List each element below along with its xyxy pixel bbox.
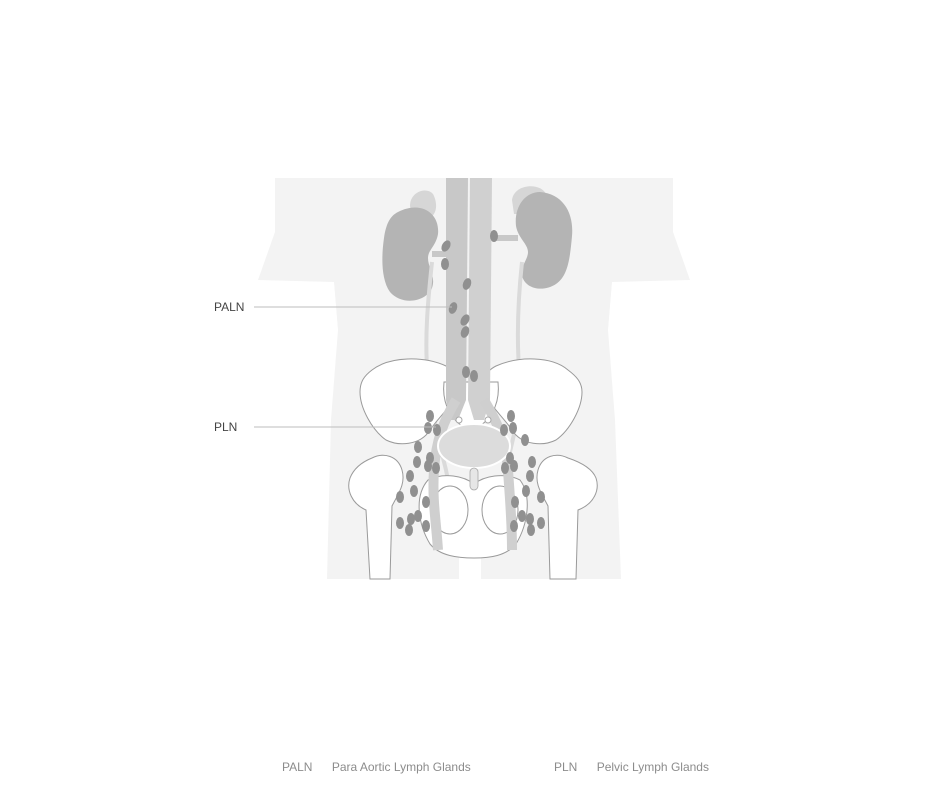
lymph-node: [526, 470, 534, 482]
pln-callout-label: PLN: [214, 420, 238, 434]
aorta: [468, 178, 492, 420]
lymph-node: [537, 491, 545, 503]
lymph-node: [526, 513, 534, 525]
lymph-node: [410, 485, 418, 497]
lymph-node: [433, 424, 441, 436]
lymph-node: [396, 517, 404, 529]
lymph-node: [509, 422, 517, 434]
legend-item-paln: PALN Para Aortic Lymph Glands: [282, 760, 471, 774]
lymph-node: [422, 496, 430, 508]
lymph-node: [414, 441, 422, 453]
lymph-node: [424, 460, 432, 472]
lymph-node: [441, 240, 451, 252]
lymph-node: [396, 491, 404, 503]
lymph-node: [414, 510, 422, 522]
bladder: [437, 423, 511, 469]
lymph-node: [405, 524, 413, 536]
right-ureter-opening: [484, 416, 492, 424]
inferior-vena-cava: [446, 178, 468, 420]
legend-text: Para Aortic Lymph Glands: [331, 760, 471, 774]
lymph-node: [510, 520, 518, 532]
lymph-node: [460, 326, 470, 338]
lymph-node: [490, 230, 498, 242]
lymph-node: [521, 434, 529, 446]
lymph-node: [413, 456, 421, 468]
left-kidney: [382, 207, 439, 301]
left-ureter-opening: [455, 416, 463, 424]
paln-callout-label: PALN: [214, 300, 245, 314]
lymph-node: [510, 460, 518, 472]
lymph-node: [448, 302, 458, 314]
legend-item-pln: PLN Pelvic Lymph Glands: [554, 760, 709, 774]
lymph-node: [522, 485, 530, 497]
para-aortic-lymph-nodes: [441, 230, 498, 382]
lymph-node: [422, 520, 430, 532]
lymph-node: [470, 370, 478, 382]
lymph-node: [501, 462, 509, 474]
lymph-node: [462, 278, 472, 290]
lymph-node: [511, 496, 519, 508]
right-kidney: [515, 192, 573, 289]
lymph-node: [426, 410, 434, 422]
left-femur-head: [348, 454, 404, 580]
legend-abbr: PLN: [554, 760, 578, 774]
lymph-node: [528, 456, 536, 468]
lymph-node: [460, 314, 470, 326]
lymph-node: [462, 366, 470, 378]
lymph-node: [518, 510, 526, 522]
lymph-node: [527, 524, 535, 536]
lymph-node: [424, 422, 432, 434]
lymph-node: [441, 258, 449, 270]
lymph-node: [537, 517, 545, 529]
pelvic-lymph-nodes: [396, 410, 545, 536]
lymph-node: [507, 410, 515, 422]
legend-text: Pelvic Lymph Glands: [596, 760, 709, 774]
lymph-node: [500, 424, 508, 436]
lymph-node: [406, 470, 414, 482]
lymph-node: [432, 462, 440, 474]
lymph-node: [407, 513, 415, 525]
urethra: [469, 467, 479, 491]
right-femur-head: [536, 454, 598, 580]
legend-abbr: PALN: [282, 760, 313, 774]
